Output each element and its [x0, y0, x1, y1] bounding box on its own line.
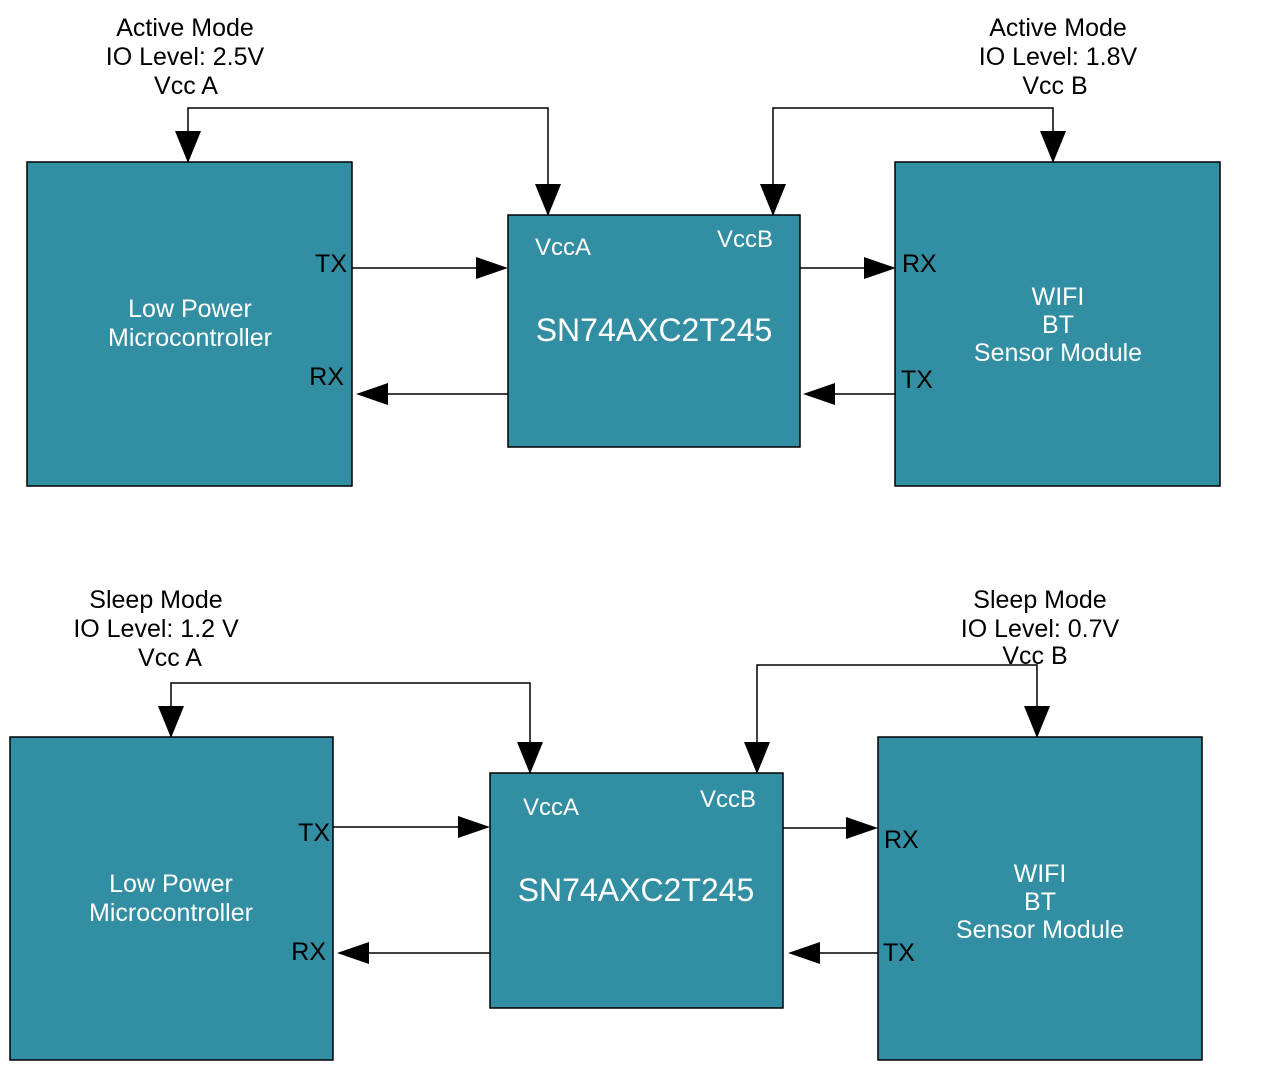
module-rx-pin-label: RX [884, 826, 919, 854]
module-label-line3: Sensor Module [956, 916, 1124, 944]
mcu-rx-pin-label: RX [309, 363, 344, 391]
down-arrow-icon [744, 742, 770, 774]
module-box [894, 161, 1221, 487]
sleep-left-note-line2: IO Level: 1.2 V [73, 615, 239, 643]
mcu-box [26, 161, 353, 487]
module-label-line2: BT [1042, 311, 1074, 339]
active-right-note-line3: Vcc B [1022, 72, 1087, 100]
active-left-note-line3: Vcc A [154, 72, 218, 100]
mcu-label-line2: Microcontroller [108, 324, 272, 352]
left-arrow-icon [803, 383, 835, 405]
mcu-rx-pin-label: RX [291, 938, 326, 966]
down-arrow-icon [1040, 131, 1066, 163]
mcu-label-line1: Low Power [109, 870, 233, 898]
right-arrow-icon [864, 257, 896, 279]
sleep-left-note-line3: Vcc A [138, 644, 202, 672]
active-right-note-line1: Active Mode [989, 14, 1127, 42]
mcu-box [9, 736, 334, 1061]
mcu-tx-pin-label: TX [315, 250, 347, 278]
level-shifter-box [489, 772, 784, 1009]
right-arrow-icon [476, 257, 508, 279]
sleep-left-note-line1: Sleep Mode [89, 586, 222, 614]
module-tx-pin-label: TX [901, 366, 933, 394]
active-left-note-line1: Active Mode [116, 14, 254, 42]
down-arrow-icon [1024, 706, 1050, 738]
shifter-vcca-pin-label: VccA [523, 794, 579, 821]
shifter-vccb-pin-label: VccB [717, 226, 773, 253]
shifter-vccb-pin-label: VccB [700, 786, 756, 813]
module-tx-pin-label: TX [883, 939, 915, 967]
active-right-note-line2: IO Level: 1.8V [979, 43, 1138, 71]
down-arrow-icon [535, 184, 561, 216]
mcu-label-line1: Low Power [128, 295, 252, 323]
right-arrow-icon [458, 816, 490, 838]
sleep-mode-diagram: Sleep Mode IO Level: 1.2 V Vcc A Sleep M… [9, 586, 1203, 1061]
module-label-line2: BT [1024, 888, 1056, 916]
mcu-label-line2: Microcontroller [89, 899, 253, 927]
sleep-right-note-line1: Sleep Mode [973, 586, 1106, 614]
module-label-line3: Sensor Module [974, 339, 1142, 367]
down-arrow-icon [175, 131, 201, 163]
module-label-line1: WIFI [1032, 283, 1085, 311]
module-rx-pin-label: RX [902, 250, 937, 278]
left-arrow-icon [356, 383, 388, 405]
shifter-part-number: SN74AXC2T245 [536, 312, 773, 348]
shifter-part-number: SN74AXC2T245 [518, 872, 755, 908]
down-arrow-icon [158, 706, 184, 738]
level-shifter-box [507, 214, 801, 448]
right-arrow-icon [846, 817, 878, 839]
down-arrow-icon [760, 184, 786, 216]
module-box [877, 736, 1203, 1061]
sleep-right-note-line3: Vcc B [1002, 642, 1067, 670]
active-mode-diagram: Active Mode IO Level: 2.5V Vcc A Active … [26, 14, 1221, 487]
mcu-tx-pin-label: TX [298, 819, 330, 847]
shifter-vcca-pin-label: VccA [535, 234, 591, 261]
left-arrow-icon [788, 942, 820, 964]
active-left-note-line2: IO Level: 2.5V [106, 43, 265, 71]
vcc-b-supply-wire [756, 664, 1038, 773]
down-arrow-icon [517, 742, 543, 774]
sleep-right-note-line2: IO Level: 0.7V [961, 615, 1120, 643]
module-label-line1: WIFI [1014, 860, 1067, 888]
left-arrow-icon [337, 942, 369, 964]
